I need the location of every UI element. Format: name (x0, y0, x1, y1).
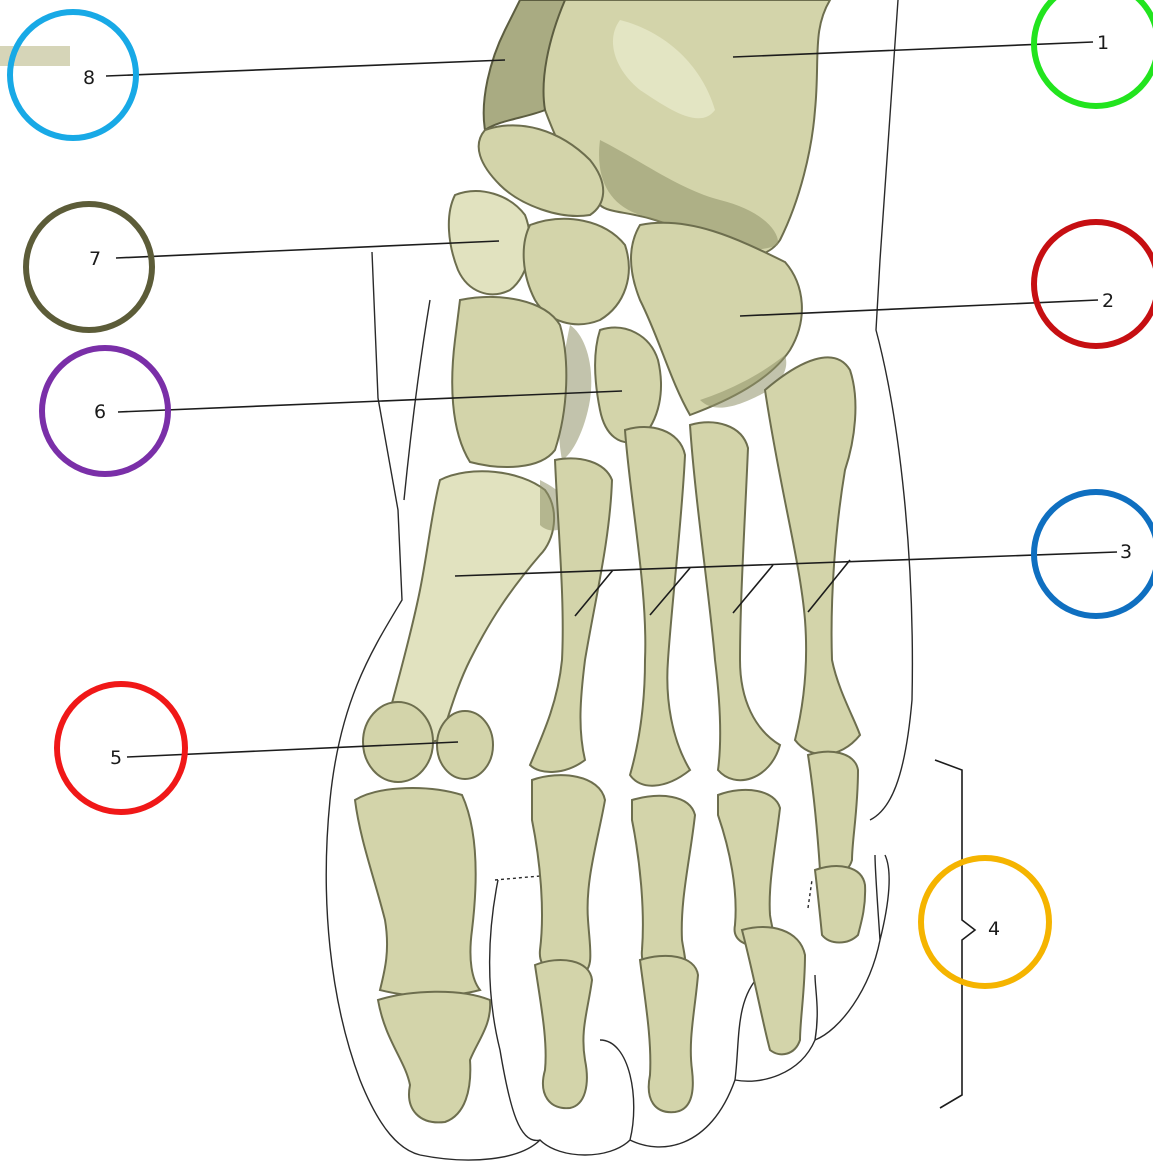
label-7: 7 (89, 248, 101, 270)
annotation-circle-4 (921, 858, 1049, 986)
foot-outline-lateral (870, 0, 912, 820)
sesamoid-medial (363, 702, 433, 782)
leader-8 (106, 60, 505, 76)
annotation-circle-1 (1034, 0, 1153, 106)
annotation-circle-2 (1034, 222, 1153, 346)
hallux-distal-phalanx (378, 992, 490, 1123)
toes-bracket (935, 760, 975, 1108)
label-6: 6 (94, 401, 106, 423)
sesamoid-lateral (437, 711, 493, 779)
label-4: 4 (988, 918, 1000, 940)
leader-7 (116, 241, 499, 258)
metatarsal-5 (765, 357, 860, 754)
hallux-proximal-phalanx (355, 788, 480, 996)
first-metatarsal-bone (385, 471, 554, 742)
metatarsal-4 (690, 422, 780, 780)
label-5: 5 (110, 747, 122, 769)
toe-5-phalanges (808, 752, 865, 943)
leader-3 (455, 552, 1117, 576)
first-cuneiform-bone (452, 297, 566, 467)
toe-2-phalanges (532, 775, 605, 1108)
toe-3-phalanges (632, 796, 698, 1112)
toe-4-phalanges (718, 790, 805, 1054)
label-3: 3 (1120, 541, 1132, 563)
label-8: 8 (83, 67, 95, 89)
label-1: 1 (1097, 32, 1109, 54)
label-2: 2 (1102, 290, 1114, 312)
lateral-cuneiform-bone (595, 328, 661, 443)
